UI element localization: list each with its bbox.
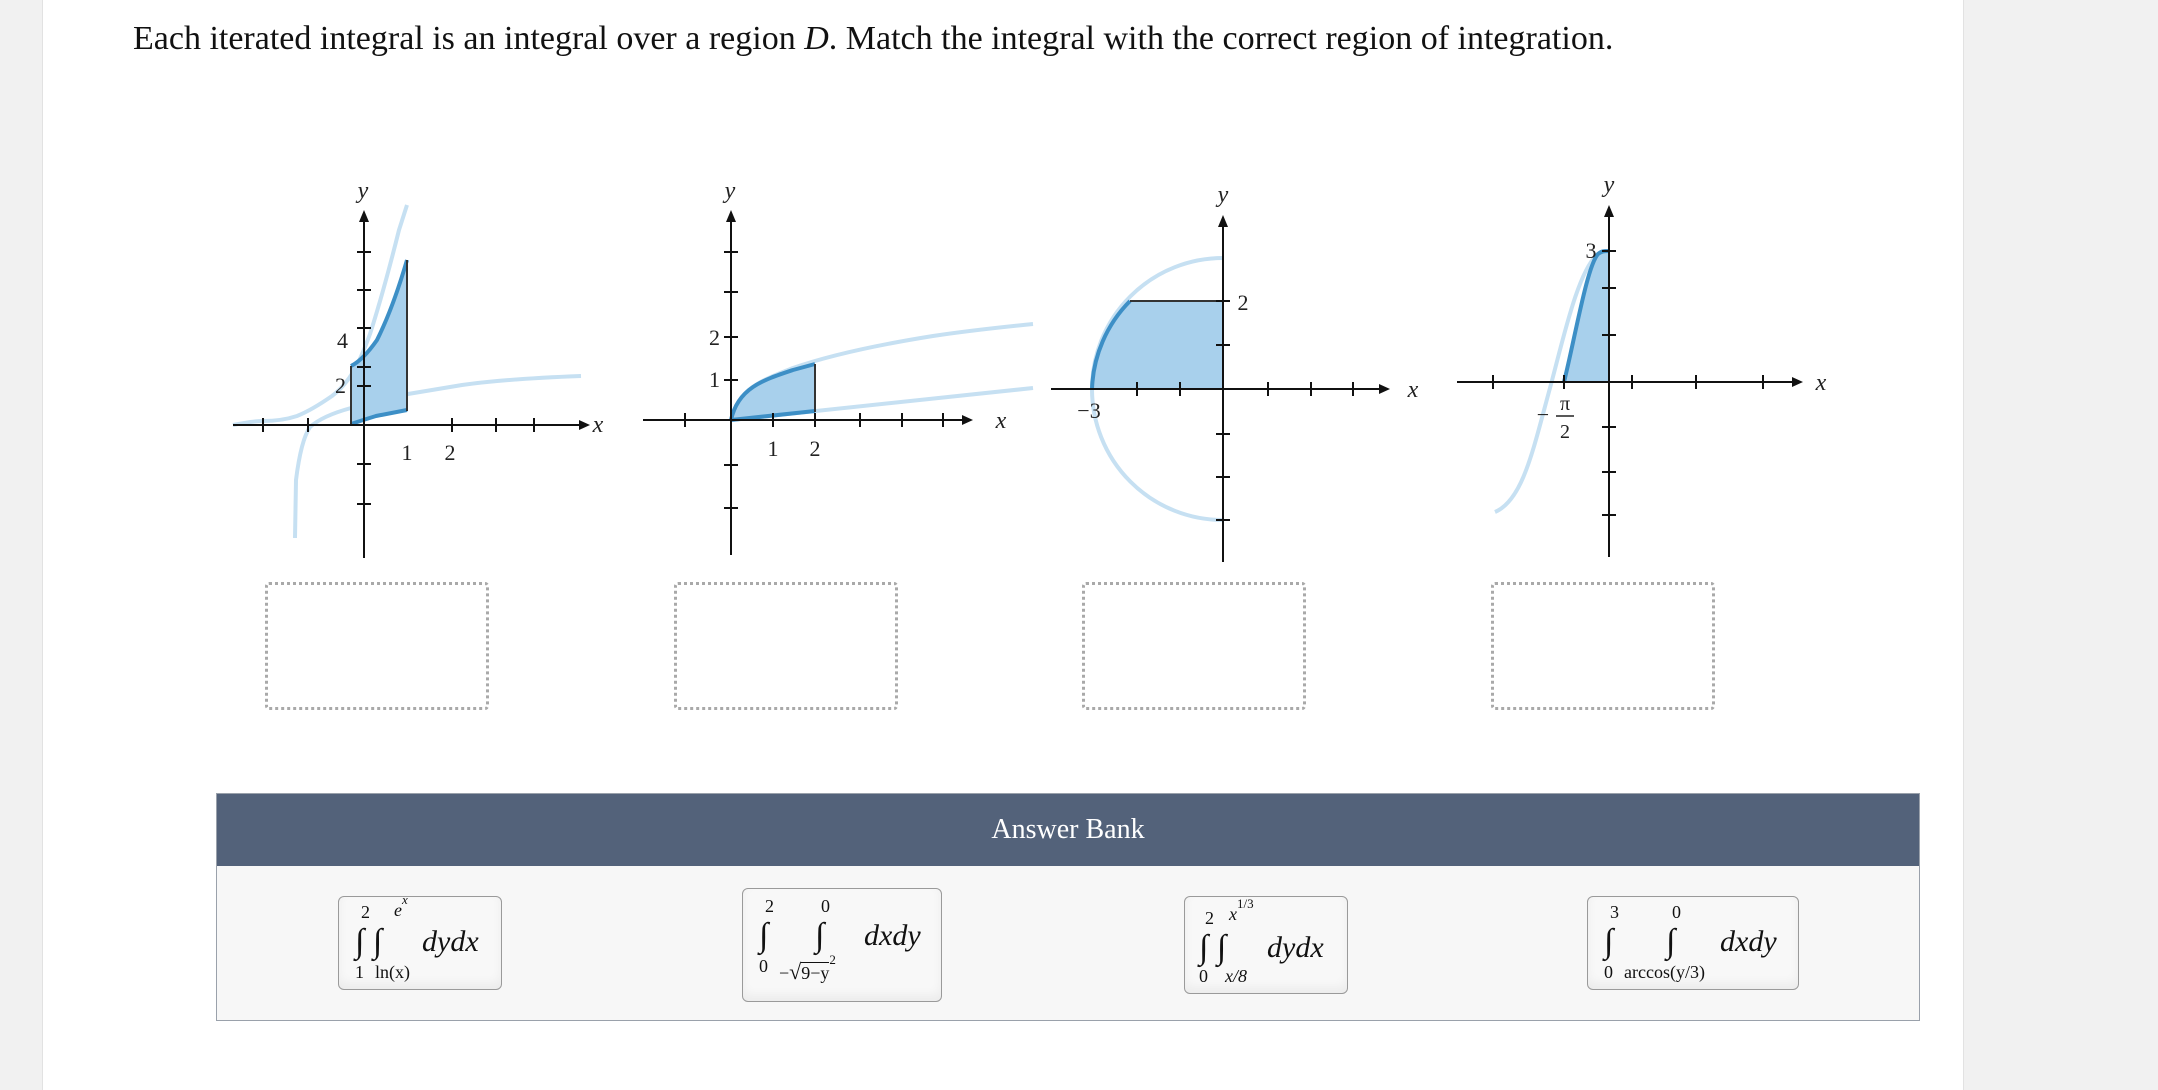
y-axis-label: y xyxy=(723,178,736,204)
drop-target-2[interactable] xyxy=(674,582,898,710)
y-tick-label: 2 xyxy=(335,373,346,398)
drop-target-3[interactable] xyxy=(1082,582,1306,710)
question-text: Each iterated integral is an integral ov… xyxy=(133,20,1614,57)
y-axis-label: y xyxy=(1602,172,1615,198)
x-tick-sign: − xyxy=(1537,402,1549,427)
differential: dydx xyxy=(1267,931,1324,964)
inner-lower-limit: x/8 xyxy=(1225,966,1247,986)
answer-bank-title: Answer Bank xyxy=(217,794,1919,866)
x-tick-label: 2 xyxy=(445,440,456,465)
region-graph-3: y x 2 −3 xyxy=(1051,182,1419,562)
x-axis-label: x xyxy=(1407,377,1419,403)
y-axis-label: y xyxy=(356,178,369,204)
inner-upper-limit: 0 xyxy=(821,896,830,916)
integral-sign: ∫ ∫ xyxy=(355,923,383,960)
inner-lower-limit: arccos(y/3) xyxy=(1624,962,1705,982)
x-axis-label: x xyxy=(592,412,604,438)
outer-upper-limit: 3 xyxy=(1610,902,1619,922)
outer-upper-limit: 2 xyxy=(361,902,370,922)
integral-sign: ∫ ∫ xyxy=(1199,929,1227,966)
shaded-region xyxy=(731,364,815,420)
region-graph-1: y x 2 4 1 2 xyxy=(232,178,604,558)
drop-target-1[interactable] xyxy=(265,582,489,710)
outer-lower-limit: 0 xyxy=(1604,962,1613,982)
integral-sign: ∫ xyxy=(1666,923,1676,960)
integral-sign: ∫ xyxy=(759,917,769,954)
x-axis-label: x xyxy=(995,408,1007,434)
region-graph-4: y x 3 − π 2 xyxy=(1457,172,1827,557)
outer-upper-limit: 2 xyxy=(765,896,774,916)
differential: dydx xyxy=(422,925,479,958)
shaded-region xyxy=(1092,301,1223,389)
differential: dxdy xyxy=(864,919,921,952)
y-tick-label: 2 xyxy=(1238,290,1249,315)
inner-lower-limit: ln(x) xyxy=(375,962,410,982)
y-tick-label: 3 xyxy=(1586,238,1597,263)
outer-lower-limit: 0 xyxy=(759,956,768,976)
x-tick-denominator: 2 xyxy=(1560,421,1570,443)
x-tick-label: 1 xyxy=(768,436,779,461)
outer-lower-limit: 1 xyxy=(355,962,364,982)
integral-sign: ∫ xyxy=(1604,923,1614,960)
x-tick-label: 2 xyxy=(810,436,821,461)
x-tick-numerator: π xyxy=(1560,393,1570,415)
y-tick-label: 4 xyxy=(337,328,348,353)
shaded-region xyxy=(1564,251,1609,382)
question-card: Each iterated integral is an integral ov… xyxy=(42,0,1964,1090)
x-tick-label: −3 xyxy=(1077,398,1100,423)
log-curve xyxy=(293,374,582,539)
outer-lower-limit: 0 xyxy=(1199,966,1208,986)
y-tick-label: 2 xyxy=(709,325,720,350)
integral-sign: ∫ xyxy=(815,917,825,954)
differential: dxdy xyxy=(1720,925,1777,958)
x-tick-label: 1 xyxy=(402,440,413,465)
region-graph-2: y x 1 2 1 2 xyxy=(643,178,1034,555)
x-axis-label: x xyxy=(1815,370,1827,396)
answer-chip-4[interactable]: 3 0 ∫ ∫ dxdy 0 arccos(y/3) xyxy=(1587,896,1799,990)
y-axis-label: y xyxy=(1216,182,1229,208)
inner-upper-limit: 0 xyxy=(1672,902,1681,922)
outer-upper-limit: 2 xyxy=(1205,908,1214,928)
drop-target-4[interactable] xyxy=(1491,582,1715,710)
y-tick-label: 1 xyxy=(709,367,720,392)
